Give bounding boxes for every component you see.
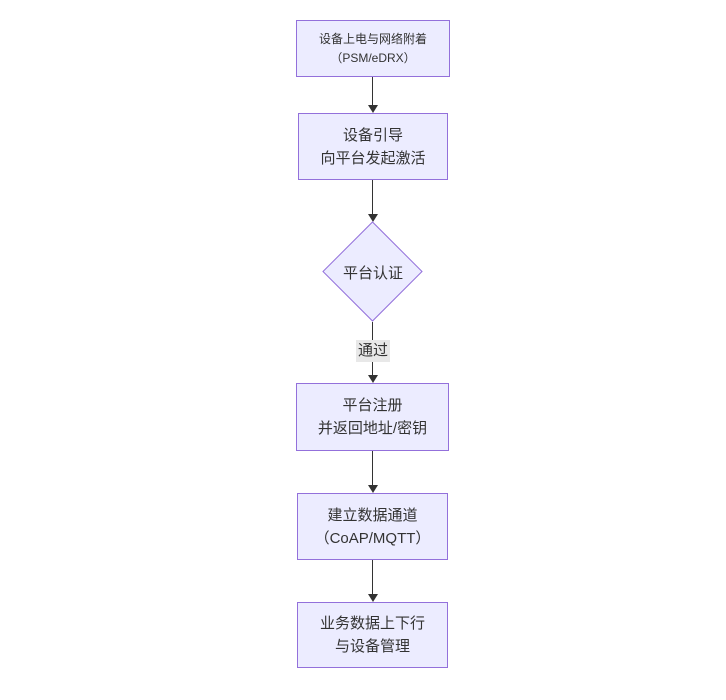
- node-bootstrap-activate: 设备引导 向平台发起激活: [298, 113, 448, 180]
- node-text-line: 建立数据通道: [327, 506, 418, 524]
- edge-line-a-b: [372, 77, 373, 106]
- node-business-data-mgmt: 业务数据上下行 与设备管理: [297, 602, 448, 668]
- arrowhead-icon: [368, 594, 378, 602]
- arrowhead-icon: [368, 214, 378, 222]
- edge-line-d-e: [372, 451, 373, 486]
- node-text-line: 向平台发起激活: [320, 149, 426, 167]
- node-text-line: 并返回地址/密钥: [317, 420, 428, 437]
- node-text-line: （PSM/eDRX）: [330, 50, 416, 65]
- node-text-line: 业务数据上下行: [319, 615, 425, 632]
- node-text-line: 与设备管理: [334, 638, 410, 655]
- edge-line-e-f: [372, 560, 373, 595]
- edge-label-pass: 通过: [355, 340, 391, 362]
- node-text-line: 设备引导: [342, 126, 403, 144]
- node-text-line: 设备上电与网络附着: [318, 31, 427, 46]
- arrowhead-icon: [368, 105, 378, 113]
- node-text-line: 平台认证: [342, 264, 403, 282]
- node-text-line: 平台注册: [342, 397, 403, 414]
- node-power-on-attach: 设备上电与网络附着 （PSM/eDRX）: [296, 20, 450, 77]
- node-platform-register: 平台注册 并返回地址/密钥: [296, 383, 449, 451]
- node-data-channel: 建立数据通道 （CoAP/MQTT）: [297, 493, 448, 560]
- arrowhead-icon: [368, 485, 378, 493]
- arrowhead-icon: [368, 375, 378, 383]
- node-text-line: （CoAP/MQTT）: [314, 529, 431, 547]
- edge-line-b-c: [372, 180, 373, 215]
- node-platform-auth: 平台认证: [322, 221, 424, 323]
